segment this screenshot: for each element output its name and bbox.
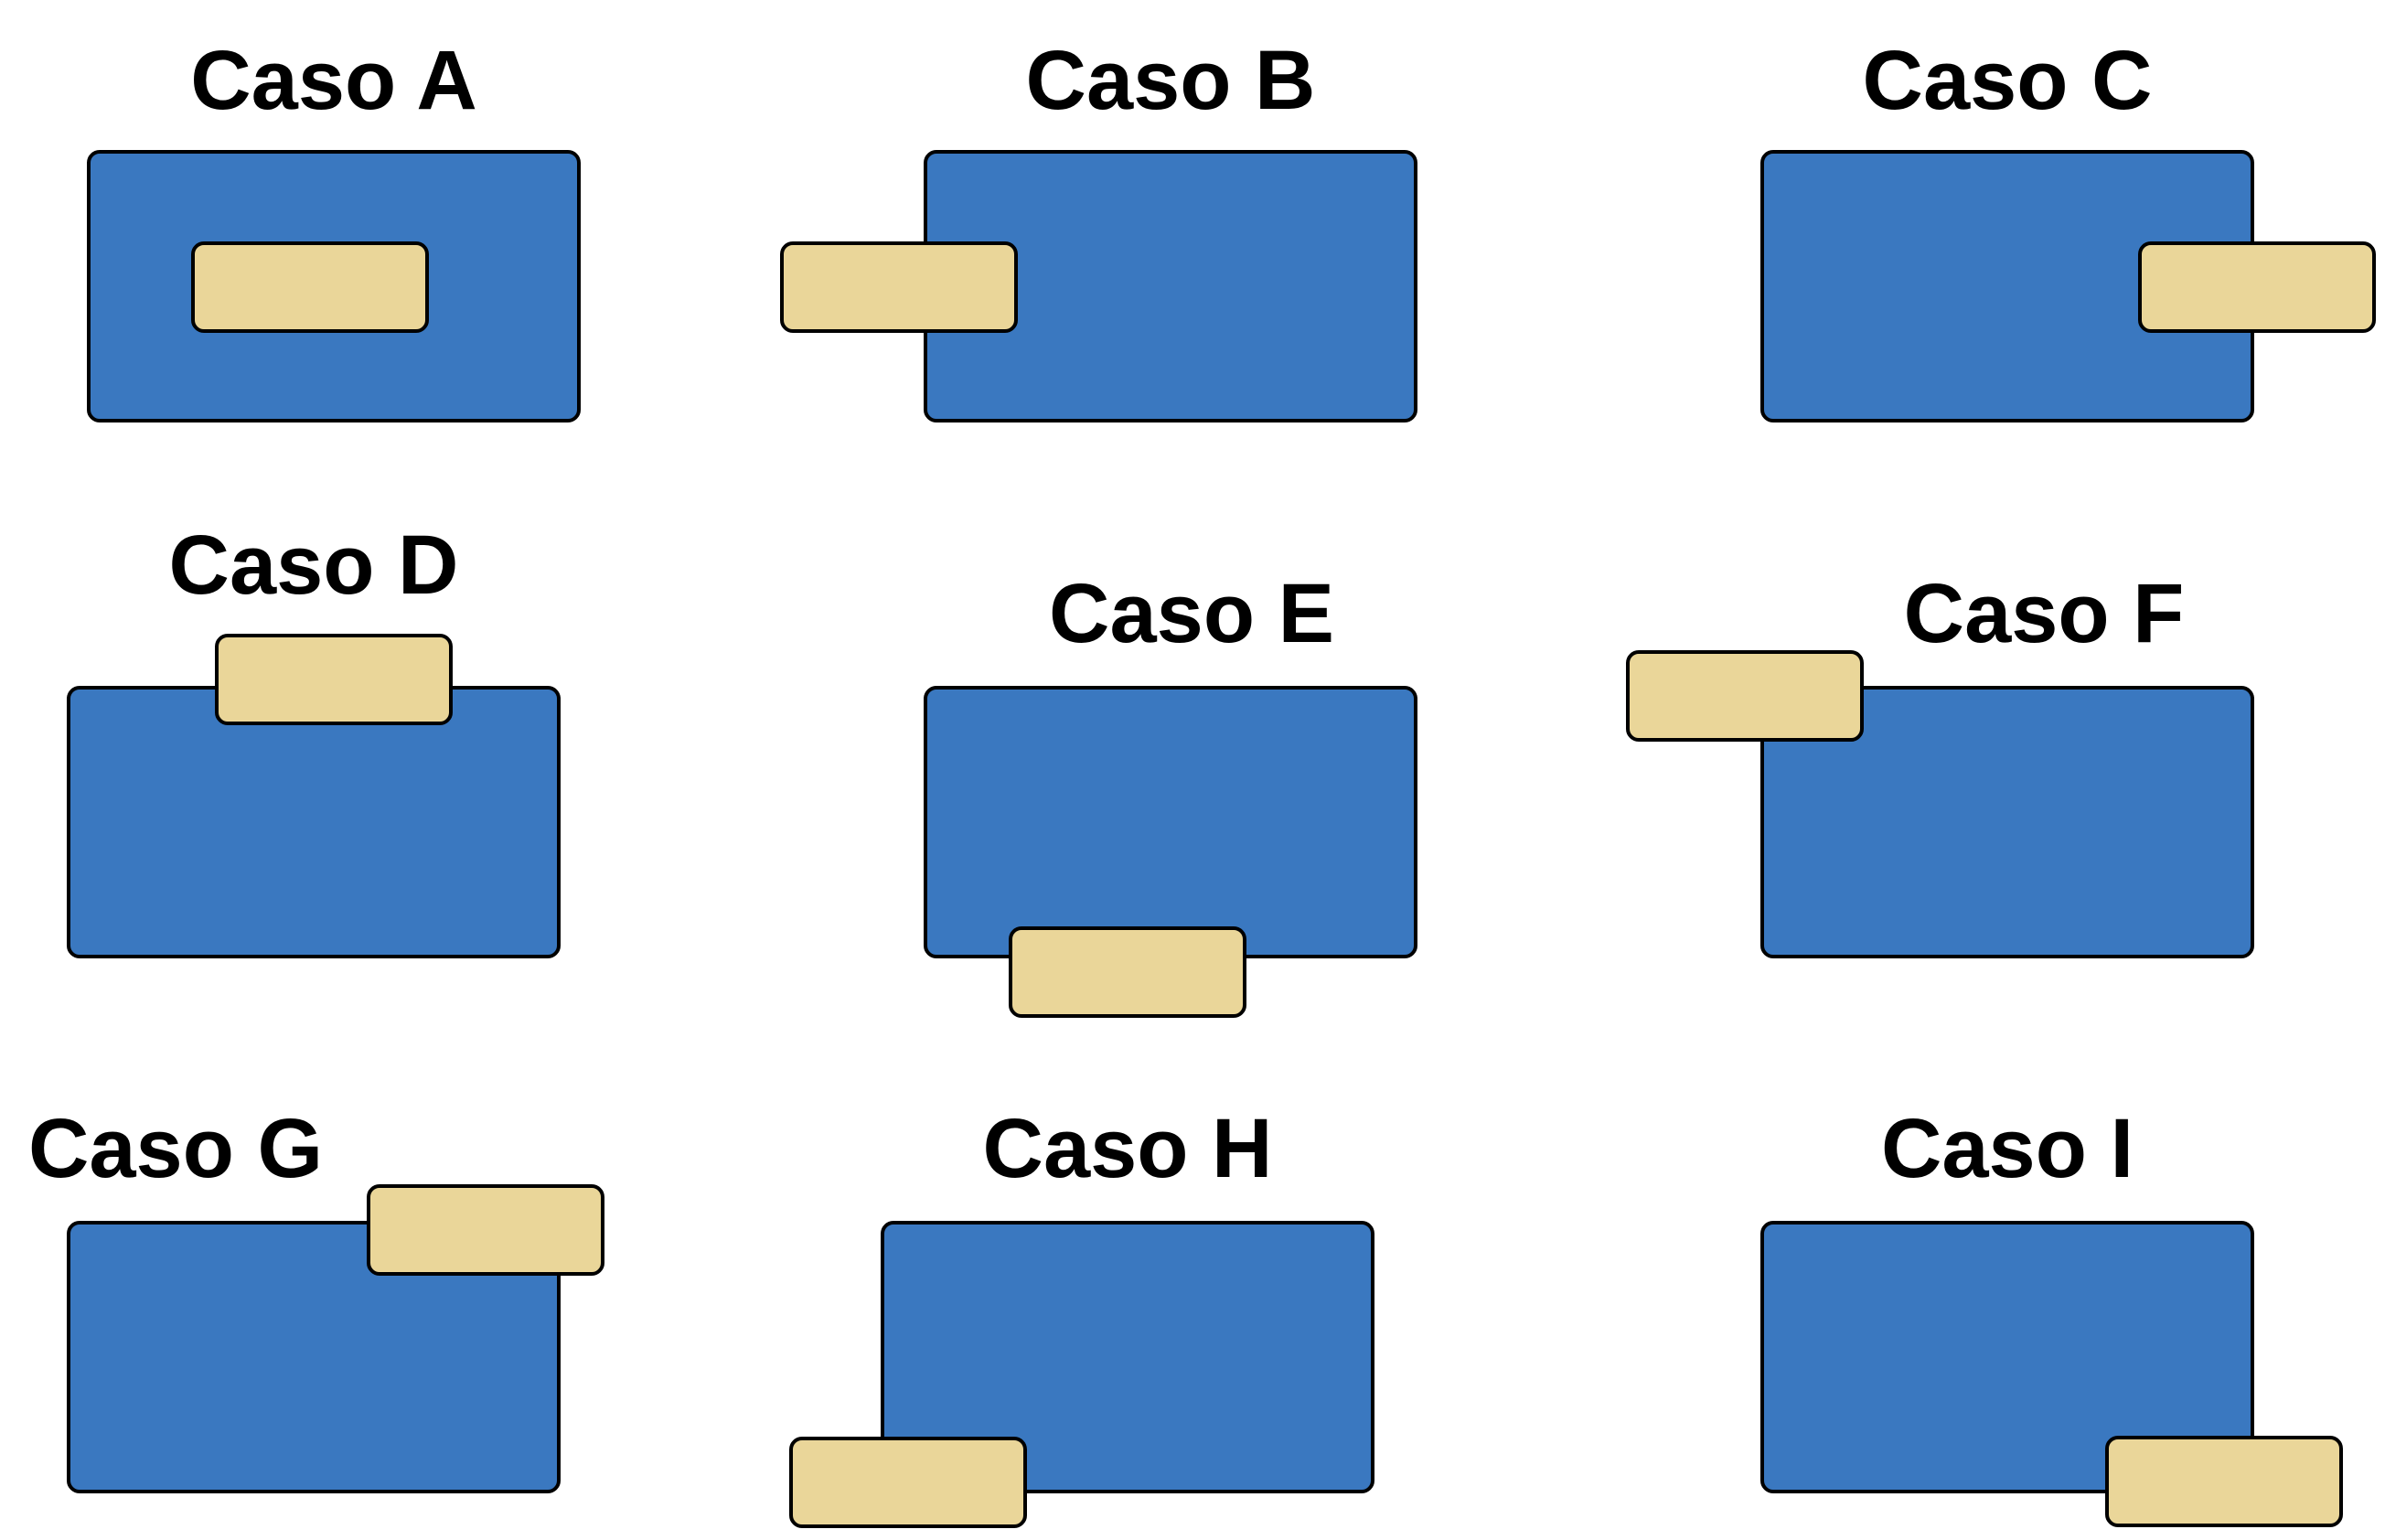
case-h-label: Caso H — [982, 1102, 1273, 1195]
case-g-label: Caso G — [27, 1102, 324, 1195]
case-d-large-rect — [67, 686, 561, 958]
case-d-label: Caso D — [168, 519, 459, 612]
case-b-label: Caso B — [1025, 34, 1316, 127]
case-f-label: Caso F — [1903, 567, 2185, 660]
case-c-small-rect — [2138, 241, 2376, 333]
case-f-small-rect — [1626, 650, 1864, 742]
case-a-small-rect — [191, 241, 429, 333]
case-b-small-rect — [780, 241, 1018, 333]
case-a-label: Caso A — [190, 34, 477, 127]
case-i-small-rect — [2105, 1436, 2343, 1527]
case-g-small-rect — [367, 1184, 604, 1276]
case-i-label: Caso I — [1880, 1102, 2134, 1195]
case-e-label: Caso E — [1049, 567, 1334, 660]
case-h-small-rect — [789, 1437, 1027, 1528]
case-e-small-rect — [1009, 926, 1246, 1018]
case-d-small-rect — [215, 634, 453, 725]
case-e-large-rect — [924, 686, 1417, 958]
case-c-label: Caso C — [1862, 34, 2153, 127]
